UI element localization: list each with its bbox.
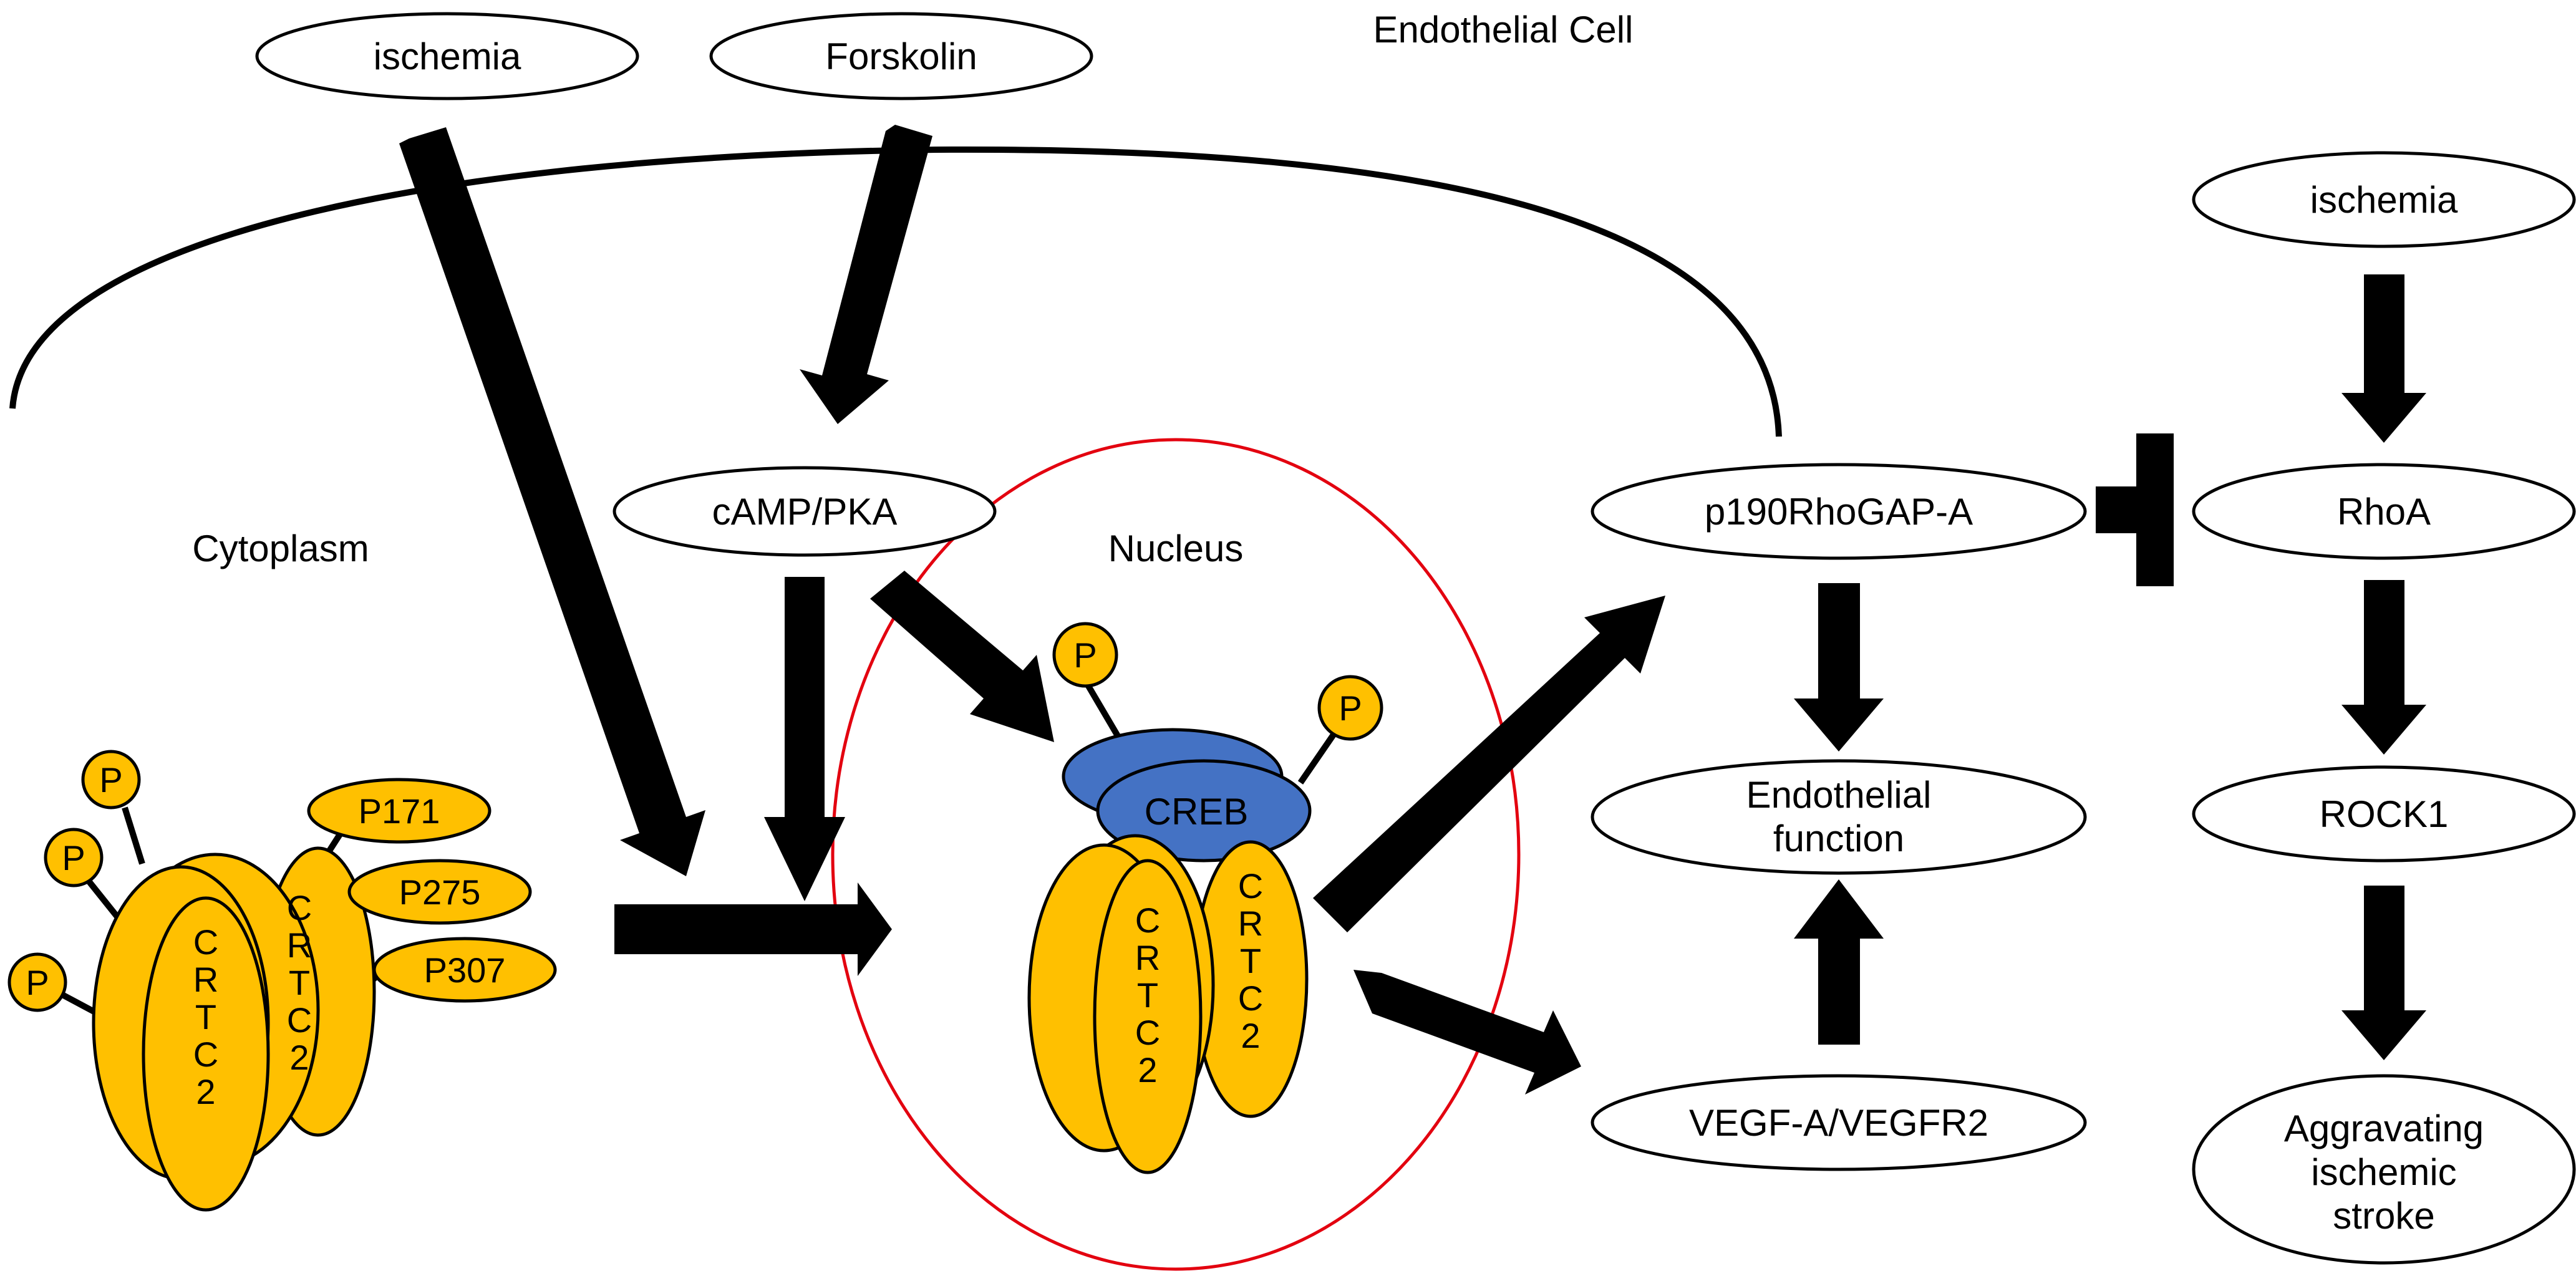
svg-text:ROCK1: ROCK1 [2320,793,2449,835]
vegf-node: VEGF-A/VEGFR2 [1591,1074,2087,1171]
arrow-complex-to-vegf [1353,970,1581,1095]
arrow-vegf-to-function [1794,879,1884,1045]
rock1-node: ROCK1 [2192,765,2576,863]
phospho-group: P [1052,622,1118,688]
svg-text:C: C [193,922,218,962]
phospho-link [122,806,145,865]
svg-text:C: C [287,1000,312,1040]
svg-text:stroke: stroke [2333,1195,2434,1237]
svg-text:2: 2 [1138,1050,1157,1090]
phospho-site-p171: P171 [307,778,491,844]
crtc2-letters-back: C R T C 2 [287,888,312,1077]
svg-text:R: R [1135,938,1160,977]
svg-text:P: P [26,963,49,1002]
svg-text:P275: P275 [399,872,481,912]
phospho-link [1297,731,1338,785]
rhoa-node: RhoA [2192,463,2576,560]
cytoplasm-label: Cytoplasm [192,528,369,569]
crtc2-letters-nuclear-front: C R T C 2 [1135,901,1160,1090]
svg-text:P307: P307 [424,950,506,990]
svg-text:p190RhoGAP-A: p190RhoGAP-A [1705,491,1973,533]
forskolin-node: Forskolin [709,12,1093,100]
phospho-link [1085,684,1123,741]
camp-pka-node: cAMP/PKA [613,466,997,557]
svg-text:VEGF-A/VEGFR2: VEGF-A/VEGFR2 [1689,1102,1988,1144]
svg-text:T: T [289,963,310,1002]
svg-text:P: P [99,760,122,800]
phospho-site-p307: P307 [372,937,557,1003]
ischemia-node-right: ischemia [2192,151,2576,248]
crtc2-letters-front: C R T C 2 [193,922,218,1111]
svg-text:P: P [62,838,85,877]
crtc2-subunit [142,896,270,1212]
svg-text:2: 2 [196,1072,215,1111]
svg-text:P: P [1339,689,1362,728]
svg-text:T: T [1137,975,1158,1015]
svg-text:R: R [287,926,312,965]
cell-membrane-arc [9,146,1782,437]
arrow-p190-to-function [1794,583,1884,752]
nuclear-creb-crtc2-complex: CREB C R T C 2 C R T C 2 P P [1027,622,1383,1174]
phospho-group: P [7,952,67,1012]
arrow-cytoplasm-to-nucleus [614,882,892,976]
inhibition-bar-horizontal [2096,486,2136,533]
svg-text:ischemia: ischemia [2310,179,2458,221]
cytoplasm-crtc2-complex: C R T C 2 C R T C 2 P P P P171 [7,750,557,1212]
svg-text:P171: P171 [359,791,440,831]
diagram-title: Endothelial Cell [1373,9,1634,51]
arrow-camp-down [764,577,845,901]
svg-text:C: C [193,1035,218,1074]
svg-text:ischemic: ischemic [2311,1151,2456,1193]
svg-text:ischemia: ischemia [374,36,521,77]
crtc2-letters-nuclear-back: C R T C 2 [1238,866,1263,1055]
phospho-group: P [81,750,141,810]
svg-text:C: C [1238,866,1263,906]
ischemia-node-top: ischemia [255,12,639,100]
arrow-forskolin-to-camp [800,125,932,424]
svg-text:T: T [195,997,216,1037]
crtc2-subunit [1093,859,1203,1174]
svg-text:R: R [1238,904,1263,943]
svg-text:2: 2 [1241,1016,1260,1055]
arrow-camp-to-creb [870,571,1054,742]
phospho-group: P [44,828,104,887]
nucleus-boundary [831,438,1521,1271]
arrow-complex-to-p190 [1313,596,1665,932]
svg-text:R: R [193,960,218,999]
phospho-group: P [1317,675,1383,741]
svg-text:C: C [1135,1013,1160,1052]
arrow-rock1-to-stroke [2341,886,2426,1060]
p190rhogap-node: p190RhoGAP-A [1591,463,2087,560]
inhibition-bar-vertical [2136,433,2174,586]
svg-text:RhoA: RhoA [2337,491,2431,533]
svg-text:C: C [287,888,312,927]
svg-text:C: C [1135,901,1160,940]
ischemic-stroke-node: Aggravating ischemic stroke [2192,1074,2576,1265]
nucleus-label: Nucleus [1108,528,1244,569]
phospho-site-p275: P275 [347,859,532,925]
svg-text:Aggravating: Aggravating [2284,1108,2484,1149]
svg-text:P: P [1073,636,1097,675]
creb-protein: CREB [1062,728,1312,863]
svg-text:Endothelial: Endothelial [1746,774,1932,816]
phospho-link [85,877,120,919]
svg-text:Forskolin: Forskolin [825,36,977,77]
endothelial-function-node: Endothelial function [1591,759,2087,875]
arrow-ischemia-to-cytoplasm [399,127,705,876]
svg-text:cAMP/PKA: cAMP/PKA [712,491,898,533]
svg-text:C: C [1238,979,1263,1018]
arrow-ischemia-to-rhoa [2341,274,2426,443]
svg-text:function: function [1773,818,1904,859]
svg-text:2: 2 [289,1038,309,1077]
svg-text:CREB: CREB [1145,791,1249,833]
arrow-rhoa-to-rock1 [2341,580,2426,755]
svg-text:T: T [1240,941,1261,980]
